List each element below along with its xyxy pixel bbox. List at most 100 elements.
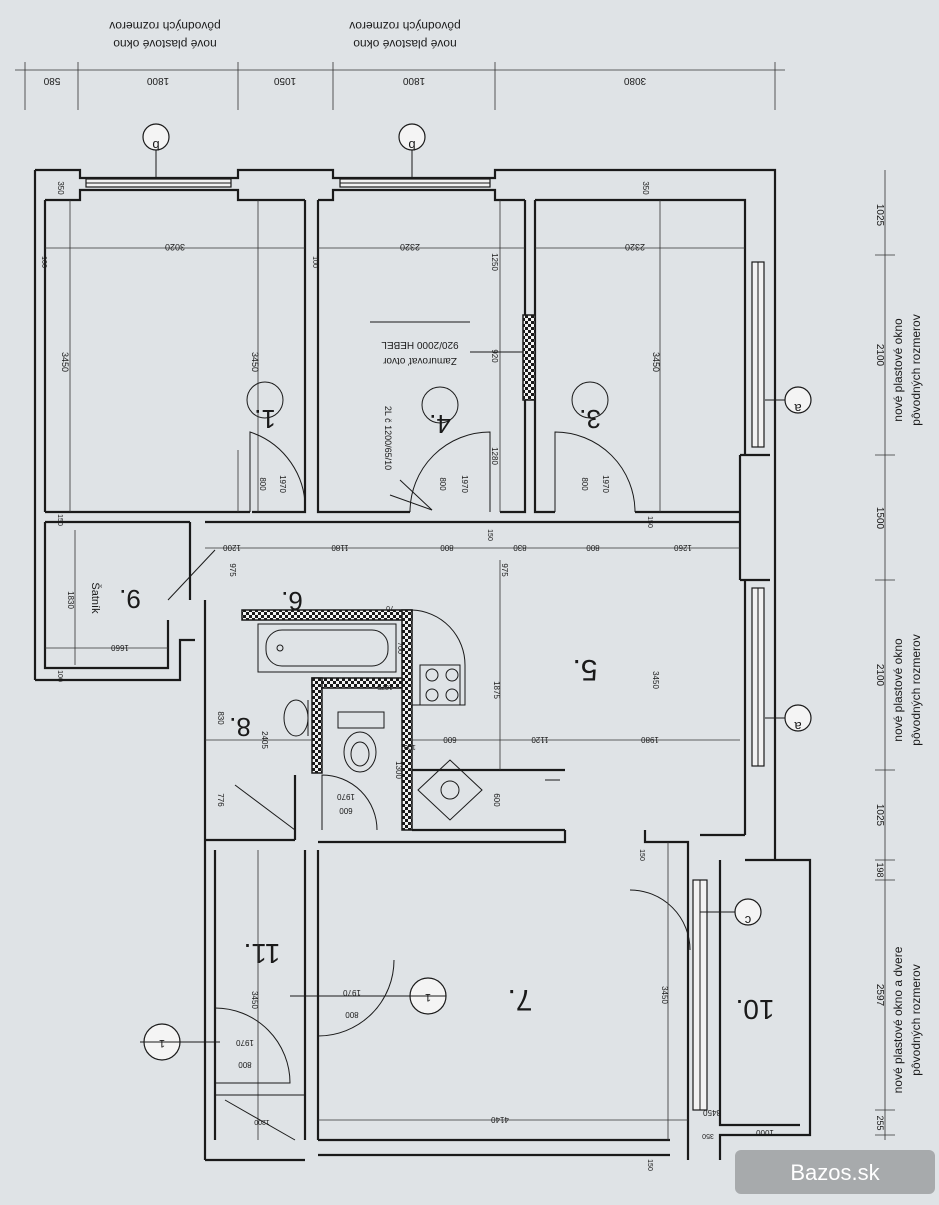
window-marker-b-left: b <box>142 123 170 178</box>
svg-text:800: 800 <box>258 477 267 491</box>
dim-1050: 1050 <box>273 75 296 86</box>
svg-text:600: 600 <box>443 735 457 744</box>
svg-text:3020: 3020 <box>165 242 185 252</box>
right-dimension-chain: 1025 2100 1500 2100 1025 198 2597 255 <box>874 170 895 1140</box>
dim-r-2100b: 2100 <box>874 664 885 687</box>
svg-text:1970: 1970 <box>343 988 361 997</box>
door-room-1: 800 1970 <box>237 431 306 513</box>
door-room-4: 800 1970 <box>409 431 491 513</box>
svg-text:776: 776 <box>216 793 225 807</box>
svg-text:830: 830 <box>513 543 527 552</box>
svg-text:1830: 1830 <box>66 591 75 609</box>
svg-text:1120: 1120 <box>531 735 549 744</box>
room-3-label: 3. <box>571 381 609 434</box>
svg-text:150: 150 <box>646 1159 653 1171</box>
lower-walls <box>203 830 812 1162</box>
room-7: 800 1970 7. 4140 3450 150 150 <box>317 842 688 1171</box>
door-room-3: 800 1970 <box>554 431 636 513</box>
svg-text:7.: 7. <box>507 983 532 1016</box>
room-9-walls <box>35 522 216 682</box>
svg-text:nové plastové okno: nové plastové okno <box>891 318 905 422</box>
svg-text:830: 830 <box>216 711 225 725</box>
svg-text:Šatník: Šatník <box>89 582 102 614</box>
note-right-lower: nové plastové okno a dvere pôvodných roz… <box>891 946 923 1093</box>
svg-text:1.: 1. <box>254 404 276 434</box>
svg-text:3.: 3. <box>579 404 601 434</box>
svg-text:1875: 1875 <box>377 683 393 690</box>
room-walls-upper <box>45 200 740 524</box>
svg-text:pôvodných rozmerov: pôvodných rozmerov <box>909 314 923 425</box>
dim-r-198: 198 <box>875 862 885 877</box>
svg-text:920/2000 HEBEL: 920/2000 HEBEL <box>381 339 459 350</box>
dim-3080: 3080 <box>623 75 646 86</box>
svg-text:150: 150 <box>646 516 653 528</box>
bath-dims: 2405 830 1300 776 100 <box>205 711 416 807</box>
kitchen: 5. 1875 3450 600 1120 1980 600 <box>411 560 740 832</box>
room-8-label: 8. <box>229 712 251 742</box>
svg-text:800: 800 <box>580 477 589 491</box>
door-wc: 600 1970 <box>321 774 378 831</box>
svg-text:1980: 1980 <box>641 735 659 744</box>
dim-r-1500: 1500 <box>874 507 885 530</box>
svg-text:1280: 1280 <box>490 447 499 465</box>
svg-text:pôvodných rozmerov: pôvodných rozmerov <box>909 634 923 745</box>
note-top-mid: nové plastové okno pôvodných rozmerov <box>349 19 460 51</box>
bricked-opening <box>522 314 536 401</box>
svg-text:9.: 9. <box>119 584 141 614</box>
washbasin <box>283 699 309 737</box>
svg-text:975: 975 <box>228 563 237 577</box>
room-1-label: 1. <box>246 381 284 434</box>
bathtub: 700 70 <box>257 604 403 673</box>
svg-text:975: 975 <box>500 563 509 577</box>
svg-text:350: 350 <box>56 181 65 195</box>
svg-text:1000: 1000 <box>756 1128 774 1137</box>
svg-text:600: 600 <box>339 806 353 815</box>
hall-dims: 1200 1180 800 830 800 1260 975 975 150 1… <box>205 516 740 577</box>
room-4-label: 4. <box>421 386 459 439</box>
svg-text:4140: 4140 <box>491 1115 509 1124</box>
svg-text:150: 150 <box>638 849 645 861</box>
svg-text:a: a <box>794 719 802 734</box>
svg-text:3450: 3450 <box>250 352 260 372</box>
svg-text:600: 600 <box>492 793 501 807</box>
svg-text:1180: 1180 <box>331 543 349 552</box>
room-10: 10. 3450 350 1000 <box>702 994 774 1139</box>
room-9-label: 9. Šatník 1830 1660 150 100 <box>45 514 168 682</box>
svg-text:1970: 1970 <box>236 1038 254 1047</box>
svg-text:920: 920 <box>490 349 499 363</box>
note-line: pôvodných rozmerov <box>109 19 220 33</box>
svg-text:150: 150 <box>486 529 493 541</box>
room-6-label: 6. <box>281 586 303 616</box>
door-balcony-swing <box>629 889 691 951</box>
svg-text:5.: 5. <box>572 653 597 686</box>
svg-text:1300: 1300 <box>394 761 403 779</box>
room-1-dims: 3020 2320 2320 3450 3450 3450 350 350 12… <box>40 181 745 512</box>
svg-text:1970: 1970 <box>460 475 469 493</box>
svg-text:10.: 10. <box>736 994 775 1025</box>
dim-r-2100a: 2100 <box>874 344 885 367</box>
toilet: 1875 <box>337 683 393 773</box>
outer-walls <box>33 168 777 860</box>
note-top-left: nové plastové okno pôvodných rozmerov <box>109 19 220 51</box>
svg-text:1970: 1970 <box>601 475 610 493</box>
svg-text:2320: 2320 <box>400 242 420 252</box>
room-11: 11. 3450 800 1970 1200 <box>214 850 305 1141</box>
svg-text:1200: 1200 <box>254 1118 270 1125</box>
svg-text:800: 800 <box>440 543 454 552</box>
window-marker-b-mid: b <box>398 123 426 178</box>
svg-text:a: a <box>794 401 802 416</box>
section-marker-left: 1 <box>140 1023 220 1061</box>
svg-text:nové plastové okno a dvere: nové plastové okno a dvere <box>891 946 905 1093</box>
svg-text:700: 700 <box>396 642 403 654</box>
svg-text:1250: 1250 <box>490 253 499 271</box>
svg-text:2320: 2320 <box>625 242 645 252</box>
svg-text:b: b <box>408 138 415 153</box>
svg-text:1970: 1970 <box>278 475 287 493</box>
svg-text:3450: 3450 <box>703 1108 721 1117</box>
svg-text:800: 800 <box>438 477 447 491</box>
dim-r-1025a: 1025 <box>874 204 885 227</box>
dim-r-255: 255 <box>875 1115 885 1130</box>
svg-text:2405: 2405 <box>260 731 269 749</box>
watermark: Bazos.sk <box>735 1150 935 1194</box>
